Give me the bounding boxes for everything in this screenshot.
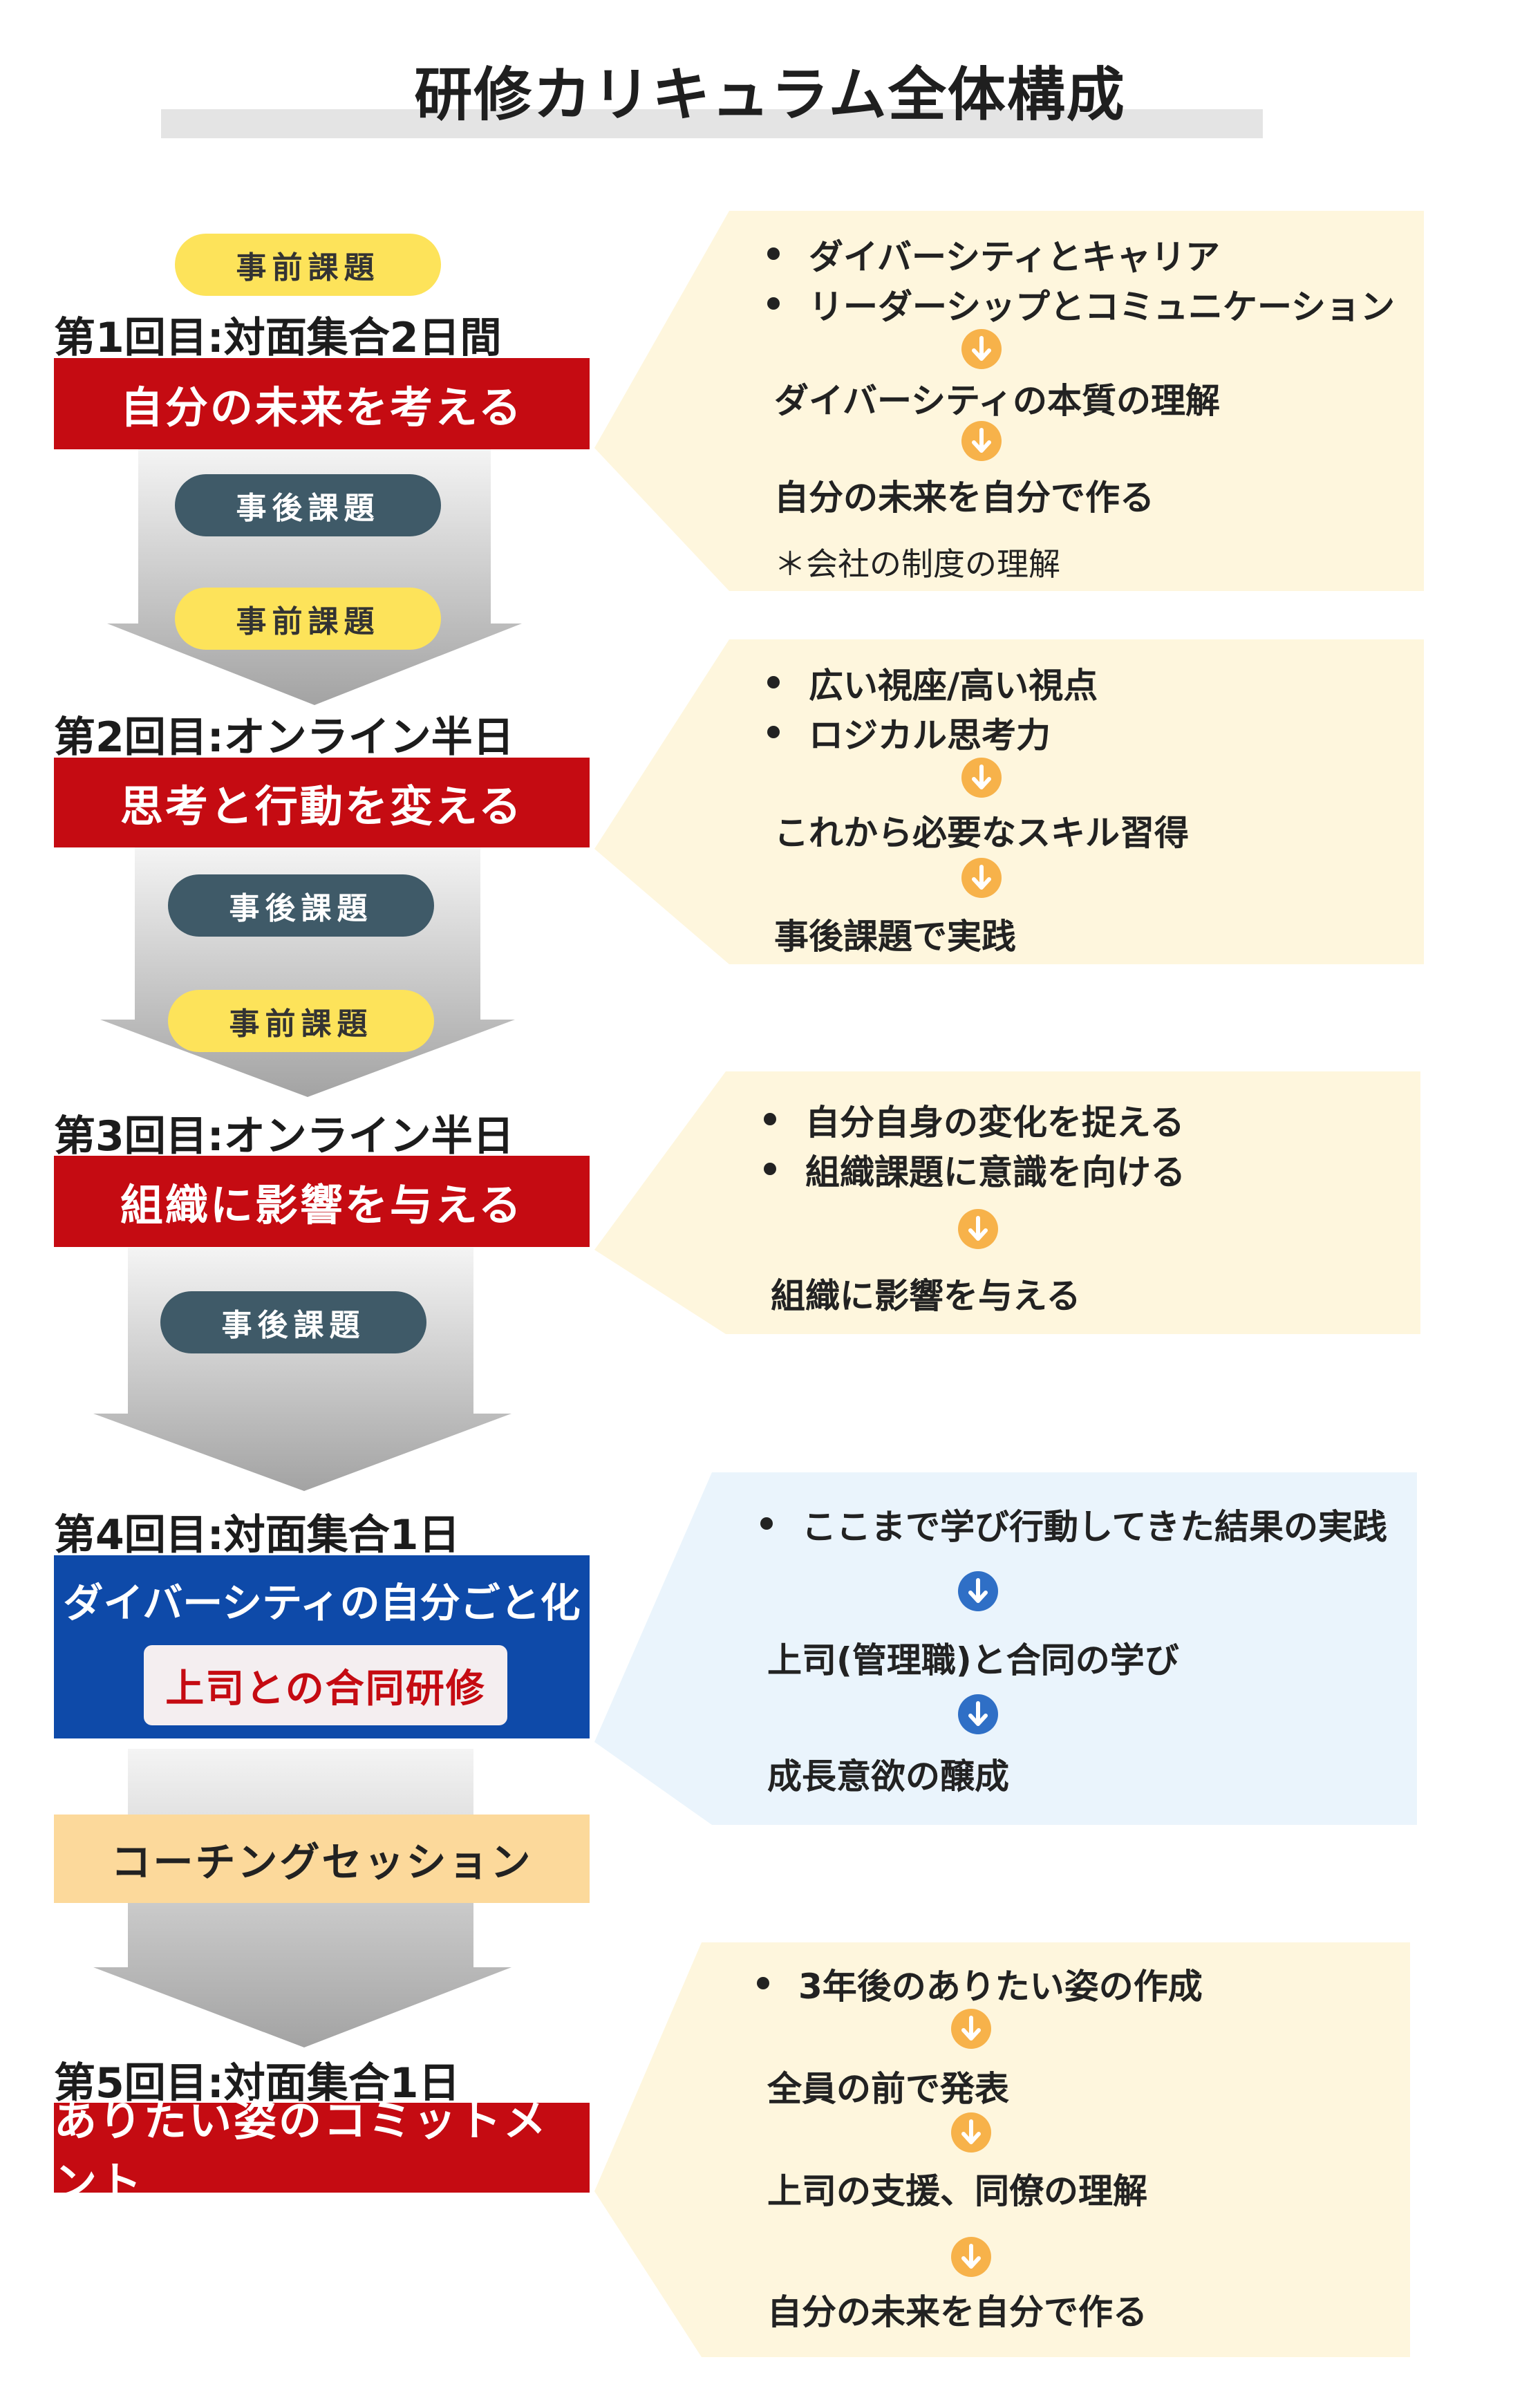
session-2-step-2: 事後課題で実践	[774, 917, 1016, 957]
down-arrow-circle-icon	[958, 1694, 998, 1734]
session-1-bullet-2: リーダーシップとコミュニケーション	[809, 287, 1395, 327]
down-arrow-circle-icon	[958, 1209, 998, 1249]
down-arrow-circle-icon	[961, 758, 1002, 798]
session-3-bullet-2: 組織課題に意識を向ける	[805, 1152, 1185, 1192]
session-2-bullet-2: ロジカル思考力	[809, 715, 1051, 756]
post-assignment-tag-1: 事後課題	[175, 474, 441, 536]
session-2-bullet-1: 広い視座/高い視点	[809, 666, 1098, 706]
coaching-session-box: コーチングセッション	[54, 1815, 590, 1903]
bullet-icon	[767, 297, 780, 310]
session-1-step-1: ダイバーシティの本質の理解	[774, 381, 1220, 421]
session-4-heading: 第4回目:対面集合1日	[54, 1511, 460, 1559]
session-4-subtheme: 上司との合同研修	[144, 1645, 507, 1725]
pre-assignment-tag-1: 事前課題	[175, 234, 441, 296]
session-4-step-1: 上司(管理職)と合同の学び	[767, 1640, 1179, 1680]
session-3-bullet-1: 自分自身の変化を捉える	[805, 1103, 1185, 1143]
bullet-icon	[767, 247, 780, 260]
post-assignment-tag-2: 事後課題	[168, 874, 434, 937]
session-1-step-2: 自分の未来を自分で作る	[774, 478, 1154, 518]
session-2-theme: 思考と行動を変える	[54, 758, 590, 847]
page-title: 研修カリキュラム全体構成	[414, 61, 1126, 129]
bullet-icon	[767, 676, 780, 688]
session-5-heading: 第5回目:対面集合1日	[54, 2059, 460, 2108]
down-arrow-circle-icon	[951, 2237, 991, 2277]
session-3-heading: 第3回目:オンライン半日	[54, 1112, 514, 1161]
down-arrow-circle-icon	[961, 421, 1002, 461]
bullet-icon	[757, 1977, 769, 1989]
down-arrow-circle-icon	[951, 2009, 991, 2049]
bullet-icon	[760, 1517, 773, 1530]
pre-assignment-tag-2: 事前課題	[175, 588, 441, 650]
session-5-theme: ありたい姿のコミットメント	[54, 2095, 590, 2208]
session-4-bullet-1: ここまで学び行動してきた結果の実践	[802, 1507, 1387, 1547]
session-4-theme-box: ダイバーシティの自分ごと化 上司との合同研修	[54, 1555, 590, 1738]
bullet-icon	[764, 1163, 776, 1175]
bullet-icon	[764, 1113, 776, 1125]
post-assignment-tag-3: 事後課題	[160, 1291, 426, 1353]
session-5-step-1: 全員の前で発表	[767, 2069, 1009, 2109]
session-3-step-1: 組織に影響を与える	[771, 1276, 1081, 1316]
pre-assignment-tag-3: 事前課題	[168, 990, 434, 1052]
session-5-bullet-1: 3年後のありたい姿の作成	[798, 1967, 1203, 2007]
session-2-heading: 第2回目:オンライン半日	[54, 713, 514, 762]
session-4-step-2: 成長意欲の醸成	[767, 1756, 1009, 1797]
session-2-step-1: これから必要なスキル習得	[774, 813, 1189, 853]
session-1-bullet-1: ダイバーシティとキャリア	[809, 237, 1220, 277]
down-arrow-circle-icon	[961, 329, 1002, 369]
session-5-step-3: 自分の未来を自分で作る	[767, 2292, 1147, 2332]
session-3-theme: 組織に影響を与える	[54, 1156, 590, 1247]
session-1-theme: 自分の未来を考える	[54, 358, 590, 449]
session-5-step-2: 上司の支援、同僚の理解	[767, 2171, 1147, 2211]
down-arrow-circle-icon	[958, 1571, 998, 1611]
session-4-theme: ダイバーシティの自分ごと化	[63, 1579, 581, 1626]
down-arrow-circle-icon	[951, 2112, 991, 2153]
session-1-heading: 第1回目:対面集合2日間	[54, 314, 502, 362]
session-1-note: ＊会社の制度の理解	[774, 545, 1060, 583]
down-arrow-circle-icon	[961, 858, 1002, 898]
title-underline	[161, 109, 1263, 138]
bullet-icon	[767, 726, 780, 738]
